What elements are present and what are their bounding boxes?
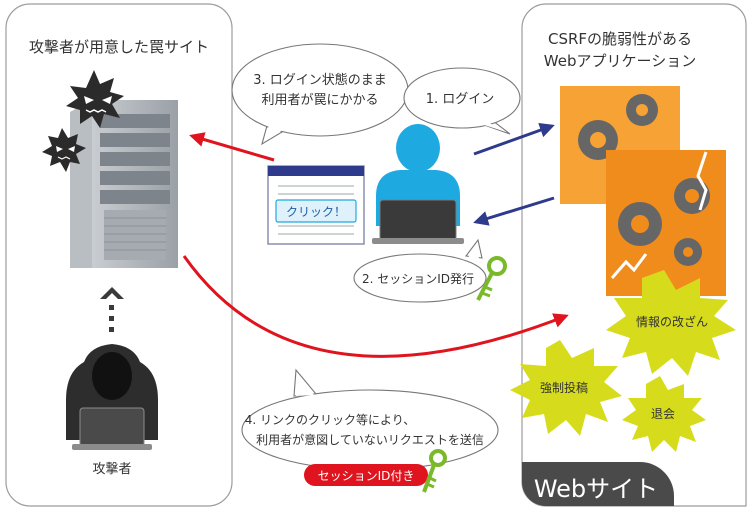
- burst-forced-post-text: 強制投稿: [540, 380, 588, 395]
- malware-face-icon: [66, 70, 124, 128]
- bubble-login: [403, 67, 521, 135]
- bubble-request-line2: 利用者が意図していないリクエストを送信: [256, 432, 484, 447]
- bubble-trap-line1: 3. ログイン状態のまま: [253, 72, 387, 88]
- attacker-to-server-arrow: [100, 287, 124, 332]
- bubble-trap: [231, 43, 409, 146]
- web-app-title-line1: CSRFの脆弱性がある: [548, 30, 692, 48]
- gear-document-front: [606, 150, 726, 296]
- burst-forced-post: [510, 340, 622, 436]
- burst-withdraw-text: 退会: [651, 407, 675, 421]
- click-button-label: クリック！: [286, 205, 346, 219]
- session-id-badge-text: セッションID付き: [318, 469, 415, 483]
- session-key-icon: [476, 256, 507, 301]
- trap-site-title: 攻撃者が用意した罠サイト: [29, 38, 209, 56]
- malware-face-small-icon: [42, 128, 86, 172]
- click-button[interactable]: [275, 199, 357, 223]
- website-label-tab: [522, 462, 674, 506]
- user-icon: [372, 124, 464, 244]
- arrow-trap-to-server: [189, 132, 275, 162]
- bubble-trap-line2: 利用者が罠にかかる: [261, 93, 378, 108]
- arrow-session: [473, 196, 555, 226]
- burst-tamper-text: 情報の改ざん: [636, 314, 708, 329]
- bubble-session-text: 2. セッションID発行: [362, 272, 474, 286]
- arrow-login: [473, 122, 555, 156]
- server-tower: [70, 100, 178, 268]
- website-label: Webサイト: [534, 475, 658, 503]
- bubble-session: [353, 238, 487, 303]
- attacker-icon: [66, 344, 158, 450]
- web-app-title-line2: Webアプリケーション: [544, 52, 696, 70]
- bubble-login-text: 1. ログイン: [426, 92, 495, 107]
- burst-withdraw: [622, 376, 706, 452]
- attacker-label: 攻撃者: [92, 461, 131, 477]
- session-id-badge: [304, 464, 428, 486]
- arrow-forged-request: [182, 255, 569, 358]
- burst-tamper: [606, 270, 736, 376]
- badge-key-icon: [422, 449, 447, 493]
- bubble-request-line1: 4. リンクのクリック等により、: [245, 413, 416, 427]
